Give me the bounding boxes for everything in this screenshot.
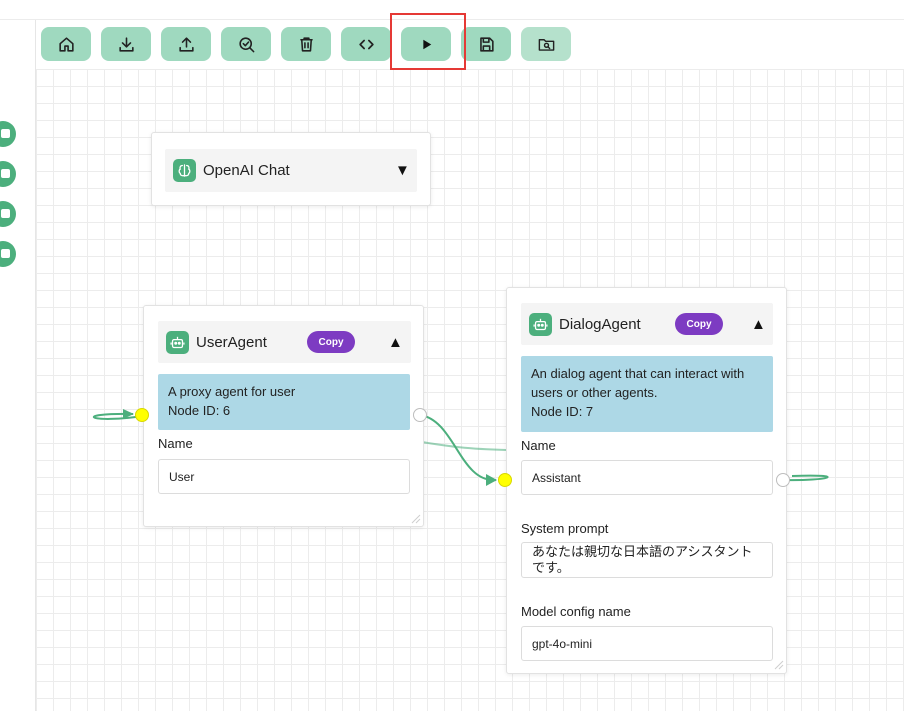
sidebar-node-icon[interactable] — [0, 241, 16, 267]
brain-icon — [173, 159, 196, 182]
save-button[interactable] — [461, 27, 511, 61]
system-prompt-label: System prompt — [521, 521, 609, 536]
user-agent-output-handle[interactable] — [413, 408, 427, 422]
run-button[interactable] — [401, 27, 451, 61]
check-button[interactable] — [221, 27, 271, 61]
node-dialog-agent[interactable]: DialogAgent Copy ▲ An dialog agent that … — [506, 287, 787, 674]
resize-handle-icon[interactable] — [411, 514, 421, 524]
download-icon — [118, 36, 134, 52]
download-button[interactable] — [101, 27, 151, 61]
node-title: UserAgent — [196, 333, 267, 351]
node-id-text: Node ID: 6 — [168, 403, 231, 418]
upload-icon — [178, 36, 194, 52]
robot-icon — [529, 312, 552, 336]
folder-search-icon — [538, 38, 554, 51]
delete-button[interactable] — [281, 27, 331, 61]
save-icon — [479, 36, 494, 52]
node-header[interactable]: OpenAI Chat ▼ — [165, 149, 417, 192]
robot-icon — [166, 330, 189, 354]
node-header[interactable]: UserAgent Copy ▲ — [158, 321, 411, 363]
model-config-input[interactable]: gpt-4o-mini — [521, 626, 773, 661]
trash-icon — [299, 36, 313, 52]
node-description: An dialog agent that can interact with u… — [521, 356, 773, 432]
description-text: A proxy agent for user — [168, 384, 296, 399]
node-id-text: Node ID: 7 — [531, 404, 594, 419]
description-text: An dialog agent that can interact with u… — [531, 366, 745, 400]
collapse-caret[interactable]: ▲ — [751, 316, 766, 333]
sidebar-node-icon[interactable] — [0, 161, 16, 187]
top-bar — [0, 0, 904, 20]
code-icon — [358, 39, 374, 49]
node-description: A proxy agent for user Node ID: 6 — [158, 374, 410, 430]
collapse-caret[interactable]: ▲ — [388, 334, 403, 351]
home-icon — [58, 36, 74, 52]
dialog-agent-output-handle[interactable] — [776, 473, 790, 487]
play-icon — [422, 39, 431, 49]
name-input[interactable]: User — [158, 459, 410, 494]
user-agent-input-handle[interactable] — [135, 408, 149, 422]
home-button[interactable] — [41, 27, 91, 61]
left-sidebar — [0, 20, 36, 711]
copy-button[interactable]: Copy — [307, 331, 355, 353]
node-user-agent[interactable]: UserAgent Copy ▲ A proxy agent for user … — [143, 305, 424, 527]
node-title: DialogAgent — [559, 315, 641, 333]
open-button[interactable] — [521, 27, 571, 61]
name-label: Name — [158, 436, 193, 451]
name-input[interactable]: Assistant — [521, 460, 773, 495]
name-label: Name — [521, 438, 556, 453]
sidebar-node-icon[interactable] — [0, 121, 16, 147]
code-button[interactable] — [341, 27, 391, 61]
model-config-label: Model config name — [521, 604, 631, 619]
node-title: OpenAI Chat — [203, 162, 290, 179]
check-search-icon — [238, 36, 254, 52]
node-header[interactable]: DialogAgent Copy ▲ — [521, 303, 773, 345]
system-prompt-textarea[interactable]: あなたは親切な日本語のアシスタントです。 — [521, 542, 773, 578]
resize-handle-icon[interactable] — [774, 660, 784, 670]
collapse-caret[interactable]: ▼ — [395, 162, 410, 179]
upload-button[interactable] — [161, 27, 211, 61]
sidebar-node-icon[interactable] — [0, 201, 16, 227]
node-openai-chat[interactable]: OpenAI Chat ▼ — [151, 132, 431, 206]
dialog-agent-input-handle[interactable] — [498, 473, 512, 487]
copy-button[interactable]: Copy — [675, 313, 723, 335]
